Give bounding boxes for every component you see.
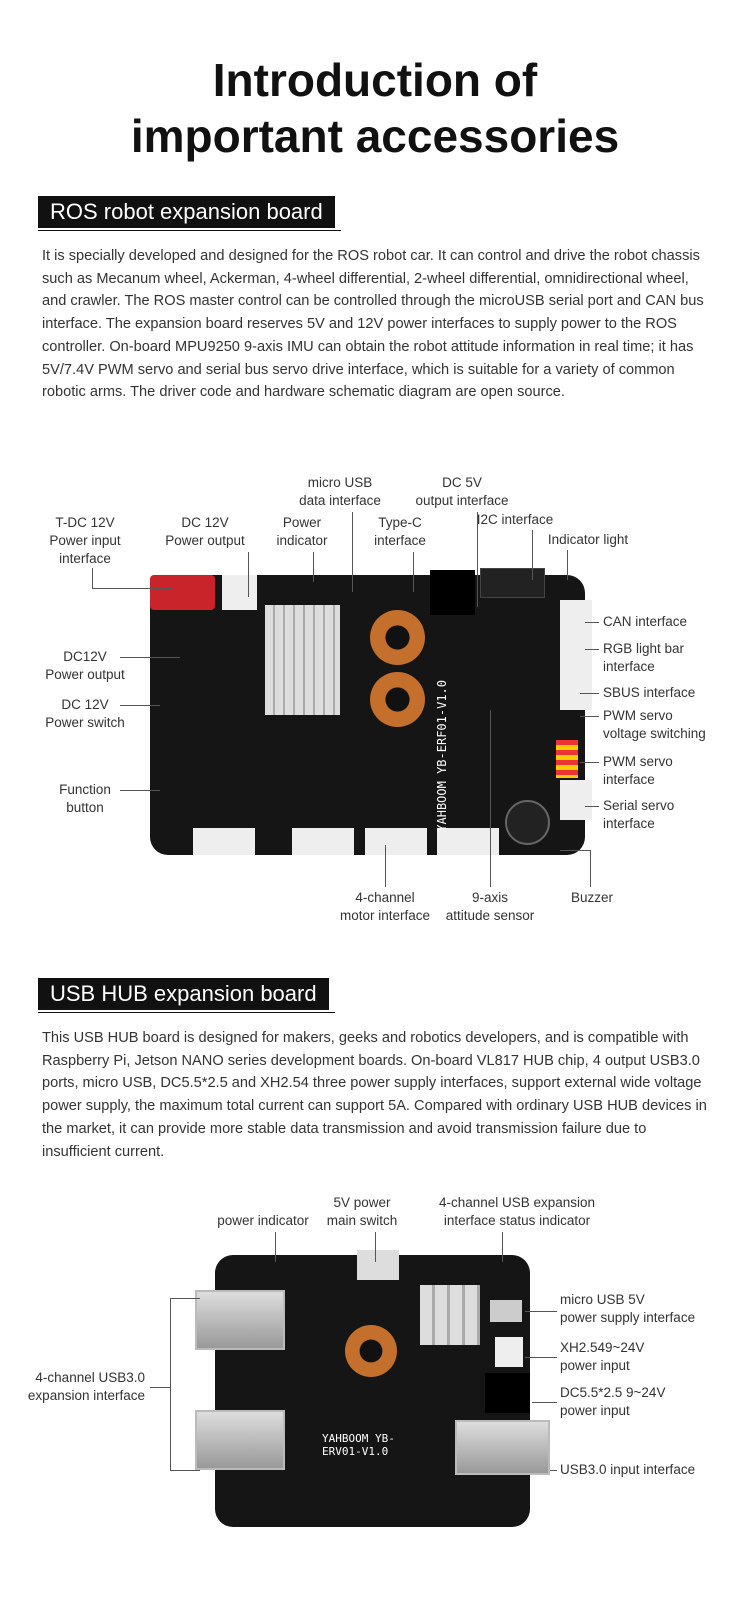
inductor — [370, 610, 425, 665]
page-title: Introduction of important accessories — [130, 54, 620, 162]
serial-connector — [560, 780, 592, 820]
tdc-connector — [150, 575, 215, 610]
ros-section-heading: ROS robot expansion board — [38, 196, 341, 231]
usb-description: This USB HUB board is designed for maker… — [42, 1030, 707, 1160]
dc-jack — [485, 1373, 530, 1413]
inductor — [345, 1325, 397, 1377]
heatsink — [420, 1285, 480, 1345]
usb3-port — [195, 1410, 285, 1470]
motor-connector — [365, 828, 427, 855]
motor-connector — [437, 828, 499, 855]
board-marking: YAHBOOM YB-ERV01-V1.0 — [322, 1432, 395, 1458]
dc-jack — [430, 570, 475, 615]
xh-connector — [495, 1337, 523, 1367]
label-indicator-light: Indicator light — [547, 532, 629, 547]
label-can: CAN interface — [603, 614, 688, 629]
usb-section-heading: USB HUB expansion board — [38, 978, 335, 1013]
heatsink — [265, 605, 340, 715]
buzzer-part — [505, 800, 550, 845]
slide-switch — [357, 1250, 399, 1280]
inductor — [370, 672, 425, 727]
motor-connector — [193, 828, 255, 855]
side-connectors — [560, 600, 592, 710]
usb3-port — [195, 1290, 285, 1350]
usb3-input-port — [455, 1420, 550, 1475]
label-usb-power-indicator: power indicator — [217, 1213, 309, 1228]
pwm-pins — [556, 740, 578, 778]
label-i2c: I2C interface — [476, 512, 554, 527]
motor-connector — [292, 828, 354, 855]
label-buzzer: Buzzer — [570, 890, 614, 905]
label-sbus: SBUS interface — [603, 685, 696, 700]
i2c-header — [480, 568, 545, 598]
connector — [222, 575, 257, 610]
micro-usb-port — [490, 1300, 522, 1322]
ros-description: It is specially developed and designed f… — [42, 248, 704, 401]
label-usb-input: USB3.0 input interface — [560, 1462, 696, 1477]
board-marking: YAHBOOM YB-ERF01-V1.0 — [435, 680, 449, 832]
